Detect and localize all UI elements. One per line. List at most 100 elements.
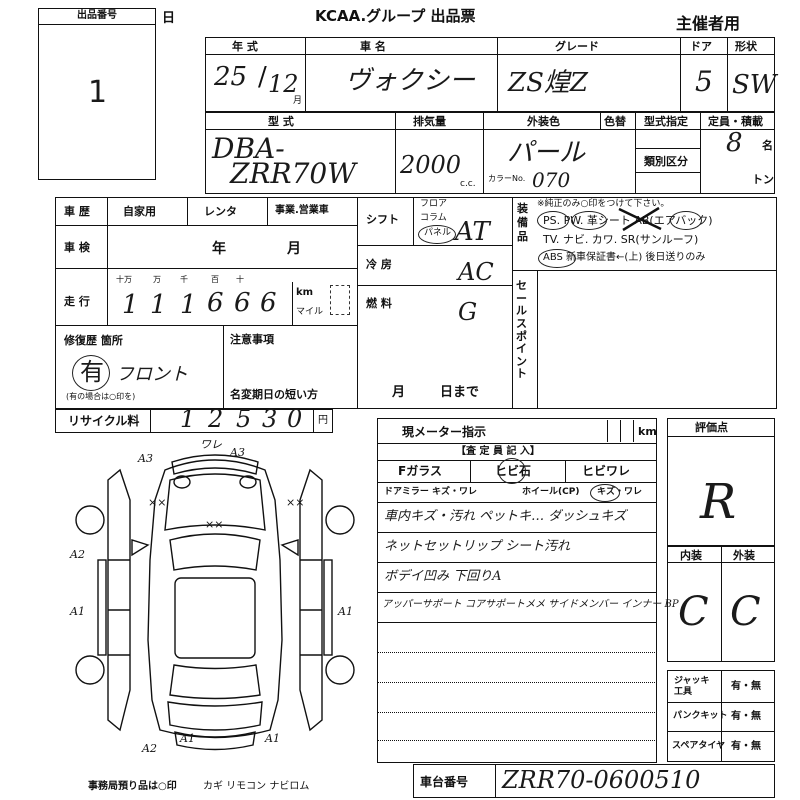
- shift-label: シフト: [366, 213, 399, 226]
- ps-circle: [537, 211, 569, 230]
- mark-xx-right: ××: [286, 496, 304, 509]
- leather-cross: [618, 206, 662, 232]
- notes-label: 注意事項: [230, 333, 274, 346]
- repair-note: (有の場合は○印を): [66, 392, 136, 401]
- comment-3: アッパーサポート コアサポートメメ サイドメンバー インナー BP: [382, 599, 679, 610]
- right-sill: [323, 559, 333, 656]
- digit-label-3: 百: [211, 275, 219, 284]
- recycle-digit-3: 3: [262, 405, 278, 433]
- shape-label: 形状: [735, 40, 757, 53]
- exterior-value: C: [730, 589, 761, 635]
- mileage-digit-0: 1: [122, 290, 139, 320]
- month-value: 12: [268, 70, 299, 98]
- year-label: 年 式: [232, 40, 258, 53]
- ab-circle: [670, 211, 702, 230]
- left-headlight: [173, 475, 191, 489]
- capacity-unit: 名: [762, 139, 773, 152]
- mileage-digit-4: 6: [234, 288, 251, 318]
- recycle-digit-2: 5: [236, 405, 252, 433]
- mark-a1-bottom: A1: [179, 732, 195, 745]
- meter-km: km: [638, 425, 657, 438]
- comment-1: ネットセットリップ シート汚れ: [384, 539, 571, 554]
- right-headlight: [239, 475, 257, 489]
- wheel-fr: [325, 505, 355, 535]
- history-private: 自家用: [123, 205, 156, 218]
- color-value: パール: [507, 138, 586, 168]
- mark-a1-bottom-right: A1: [264, 732, 280, 745]
- puncture-label: パンクキット: [673, 711, 728, 721]
- inspection-month-unit: 月: [287, 241, 301, 257]
- mile-box: [330, 285, 350, 315]
- rear-bumper: [174, 731, 256, 751]
- mark-crack: ワレ: [200, 440, 222, 451]
- model-value-1: DBA-: [212, 132, 285, 165]
- history-label: 車 歴: [64, 205, 90, 218]
- assessment-label: 【査 定 員 記 入】: [456, 446, 540, 457]
- fuel-label: 燃 料: [366, 297, 392, 310]
- chassis-value: ZRR70-0600510: [502, 766, 701, 794]
- fuel-value: G: [458, 298, 478, 326]
- mark-a2-left: A2: [69, 548, 85, 561]
- body-outline: [147, 459, 283, 739]
- ac-label: 冷 房: [366, 258, 392, 271]
- mileage-digit-1: 1: [150, 290, 167, 320]
- lot-number-value: 1: [88, 75, 108, 110]
- mark-a2-bottom: A2: [141, 742, 157, 755]
- lot-number-label: 出品番号: [77, 10, 117, 21]
- history-business: 事業.営業車: [275, 205, 329, 216]
- digit-label-4: 十: [236, 275, 244, 284]
- year-value: 25: [214, 62, 248, 92]
- inspection-year-unit: 年: [212, 241, 226, 257]
- row1-box: [205, 37, 775, 112]
- capacity-label: 定員・積載: [708, 115, 763, 128]
- assessment-box: [377, 418, 657, 763]
- mileage-digit-5: 6: [260, 288, 277, 318]
- right-side: [299, 468, 323, 732]
- digit-label-1: 万: [153, 275, 161, 284]
- mark-a1-left: A1: [69, 605, 85, 618]
- digit-label-0: 十万: [116, 275, 132, 284]
- displacement-unit: c.c.: [460, 179, 476, 189]
- organizer-label: 主催者用: [676, 14, 741, 33]
- puncture-options: 有・無: [731, 711, 761, 722]
- recycle-digit-4: 0: [287, 405, 303, 433]
- color-change-label: 色替: [604, 115, 626, 128]
- color-no-label: カラーNo.: [488, 174, 526, 183]
- comment-0: 車内キズ・汚れ ペットキ… ダッシュキズ: [384, 509, 627, 524]
- equipment-line3: ABS 新車保証書←(上) 後日送りのみ: [543, 252, 706, 263]
- digit-label-2: 千: [180, 275, 188, 284]
- recycle-box: [55, 409, 333, 433]
- mark-a1-right: A1: [337, 605, 353, 618]
- car-diagram: A3 ワレ A3 ×× ×× ×× A2 A1 A1 A2 A1 A1: [69, 440, 355, 755]
- mileage-digit-2: 1: [180, 290, 197, 320]
- score-value: R: [700, 474, 737, 530]
- spare-options: 有・無: [731, 741, 761, 752]
- score-label: 評価点: [695, 421, 728, 434]
- repair-circle: [72, 355, 110, 391]
- car-name-label: 車 名: [360, 40, 386, 53]
- interior-label: 内装: [680, 549, 702, 562]
- score-box: [667, 418, 775, 546]
- capacity-value: 8: [726, 128, 743, 158]
- jack-label: ジャッキ 工具: [674, 676, 710, 697]
- pw-circle: [571, 211, 607, 230]
- front-bumper: [171, 454, 259, 475]
- wheel-circle: [590, 484, 620, 502]
- equipment-label: 装備品: [517, 202, 528, 243]
- office-items: カギ リモコン ナビロム: [203, 781, 310, 792]
- repair-label: 修復歴 箇所: [64, 334, 123, 347]
- door-label: ドア: [690, 40, 712, 53]
- history-rental: レンタ: [204, 205, 237, 218]
- month-unit: 月: [293, 96, 303, 106]
- equipment-line1: PS. PW. 革シート AB(エアバック): [543, 214, 713, 227]
- mileage-label: 走 行: [64, 295, 90, 308]
- model-spec-label: 型式指定: [644, 115, 688, 128]
- ac-value: AC: [458, 258, 494, 286]
- left-sill: [97, 559, 107, 656]
- color-no-value: 070: [532, 168, 571, 192]
- abs-circle: [538, 249, 576, 268]
- interior-value: C: [678, 589, 709, 635]
- mark-xx-center: ××: [205, 518, 223, 531]
- name-change-month: 月: [392, 385, 406, 400]
- shape-value: SW: [732, 70, 777, 100]
